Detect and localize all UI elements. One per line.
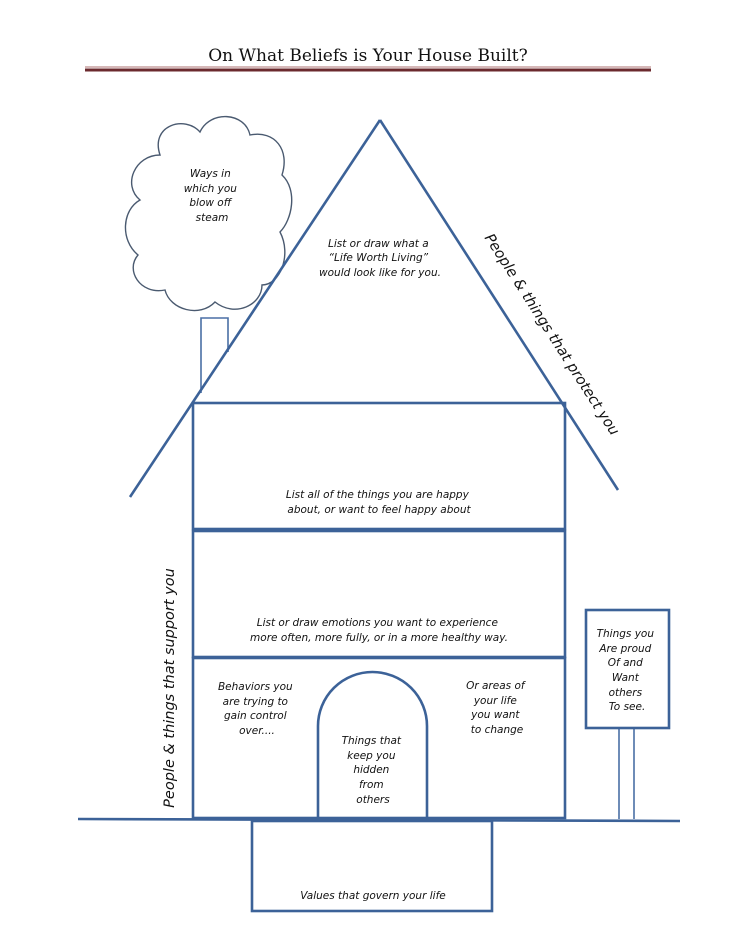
floor-happy-text: List all of the things you are happy abo… (286, 489, 472, 516)
sign-post (618, 728, 635, 819)
floor-behaviors (191, 656, 567, 820)
floor-happy (191, 401, 567, 531)
sign-text: Things you Are proud Of and Want others … (597, 628, 658, 713)
roof-side-label: People & things that protect you (481, 231, 622, 438)
door (316, 670, 429, 818)
floor-emotions-text: List or draw emotions you want to experi… (250, 617, 508, 644)
areas-text: Or areas of your life you want to change (466, 680, 528, 736)
door-text: Things that keep you hidden from others (342, 735, 405, 806)
steam-cloud (124, 115, 293, 312)
basement-text: Values that govern your life (300, 890, 445, 902)
page-title: On What Beliefs is Your House Built? (208, 46, 527, 66)
left-side-label: People & things that support you (162, 568, 178, 808)
title-rule (85, 66, 651, 72)
basement (250, 819, 494, 913)
cloud-text: Ways in which you blow off steam (184, 168, 241, 224)
behaviors-text: Behaviors you are trying to gain control… (218, 681, 296, 737)
roof (128, 119, 620, 498)
sign (584, 608, 671, 730)
chimney (200, 317, 229, 393)
roof-text: List or draw what a “Life Worth Living” … (319, 238, 441, 279)
